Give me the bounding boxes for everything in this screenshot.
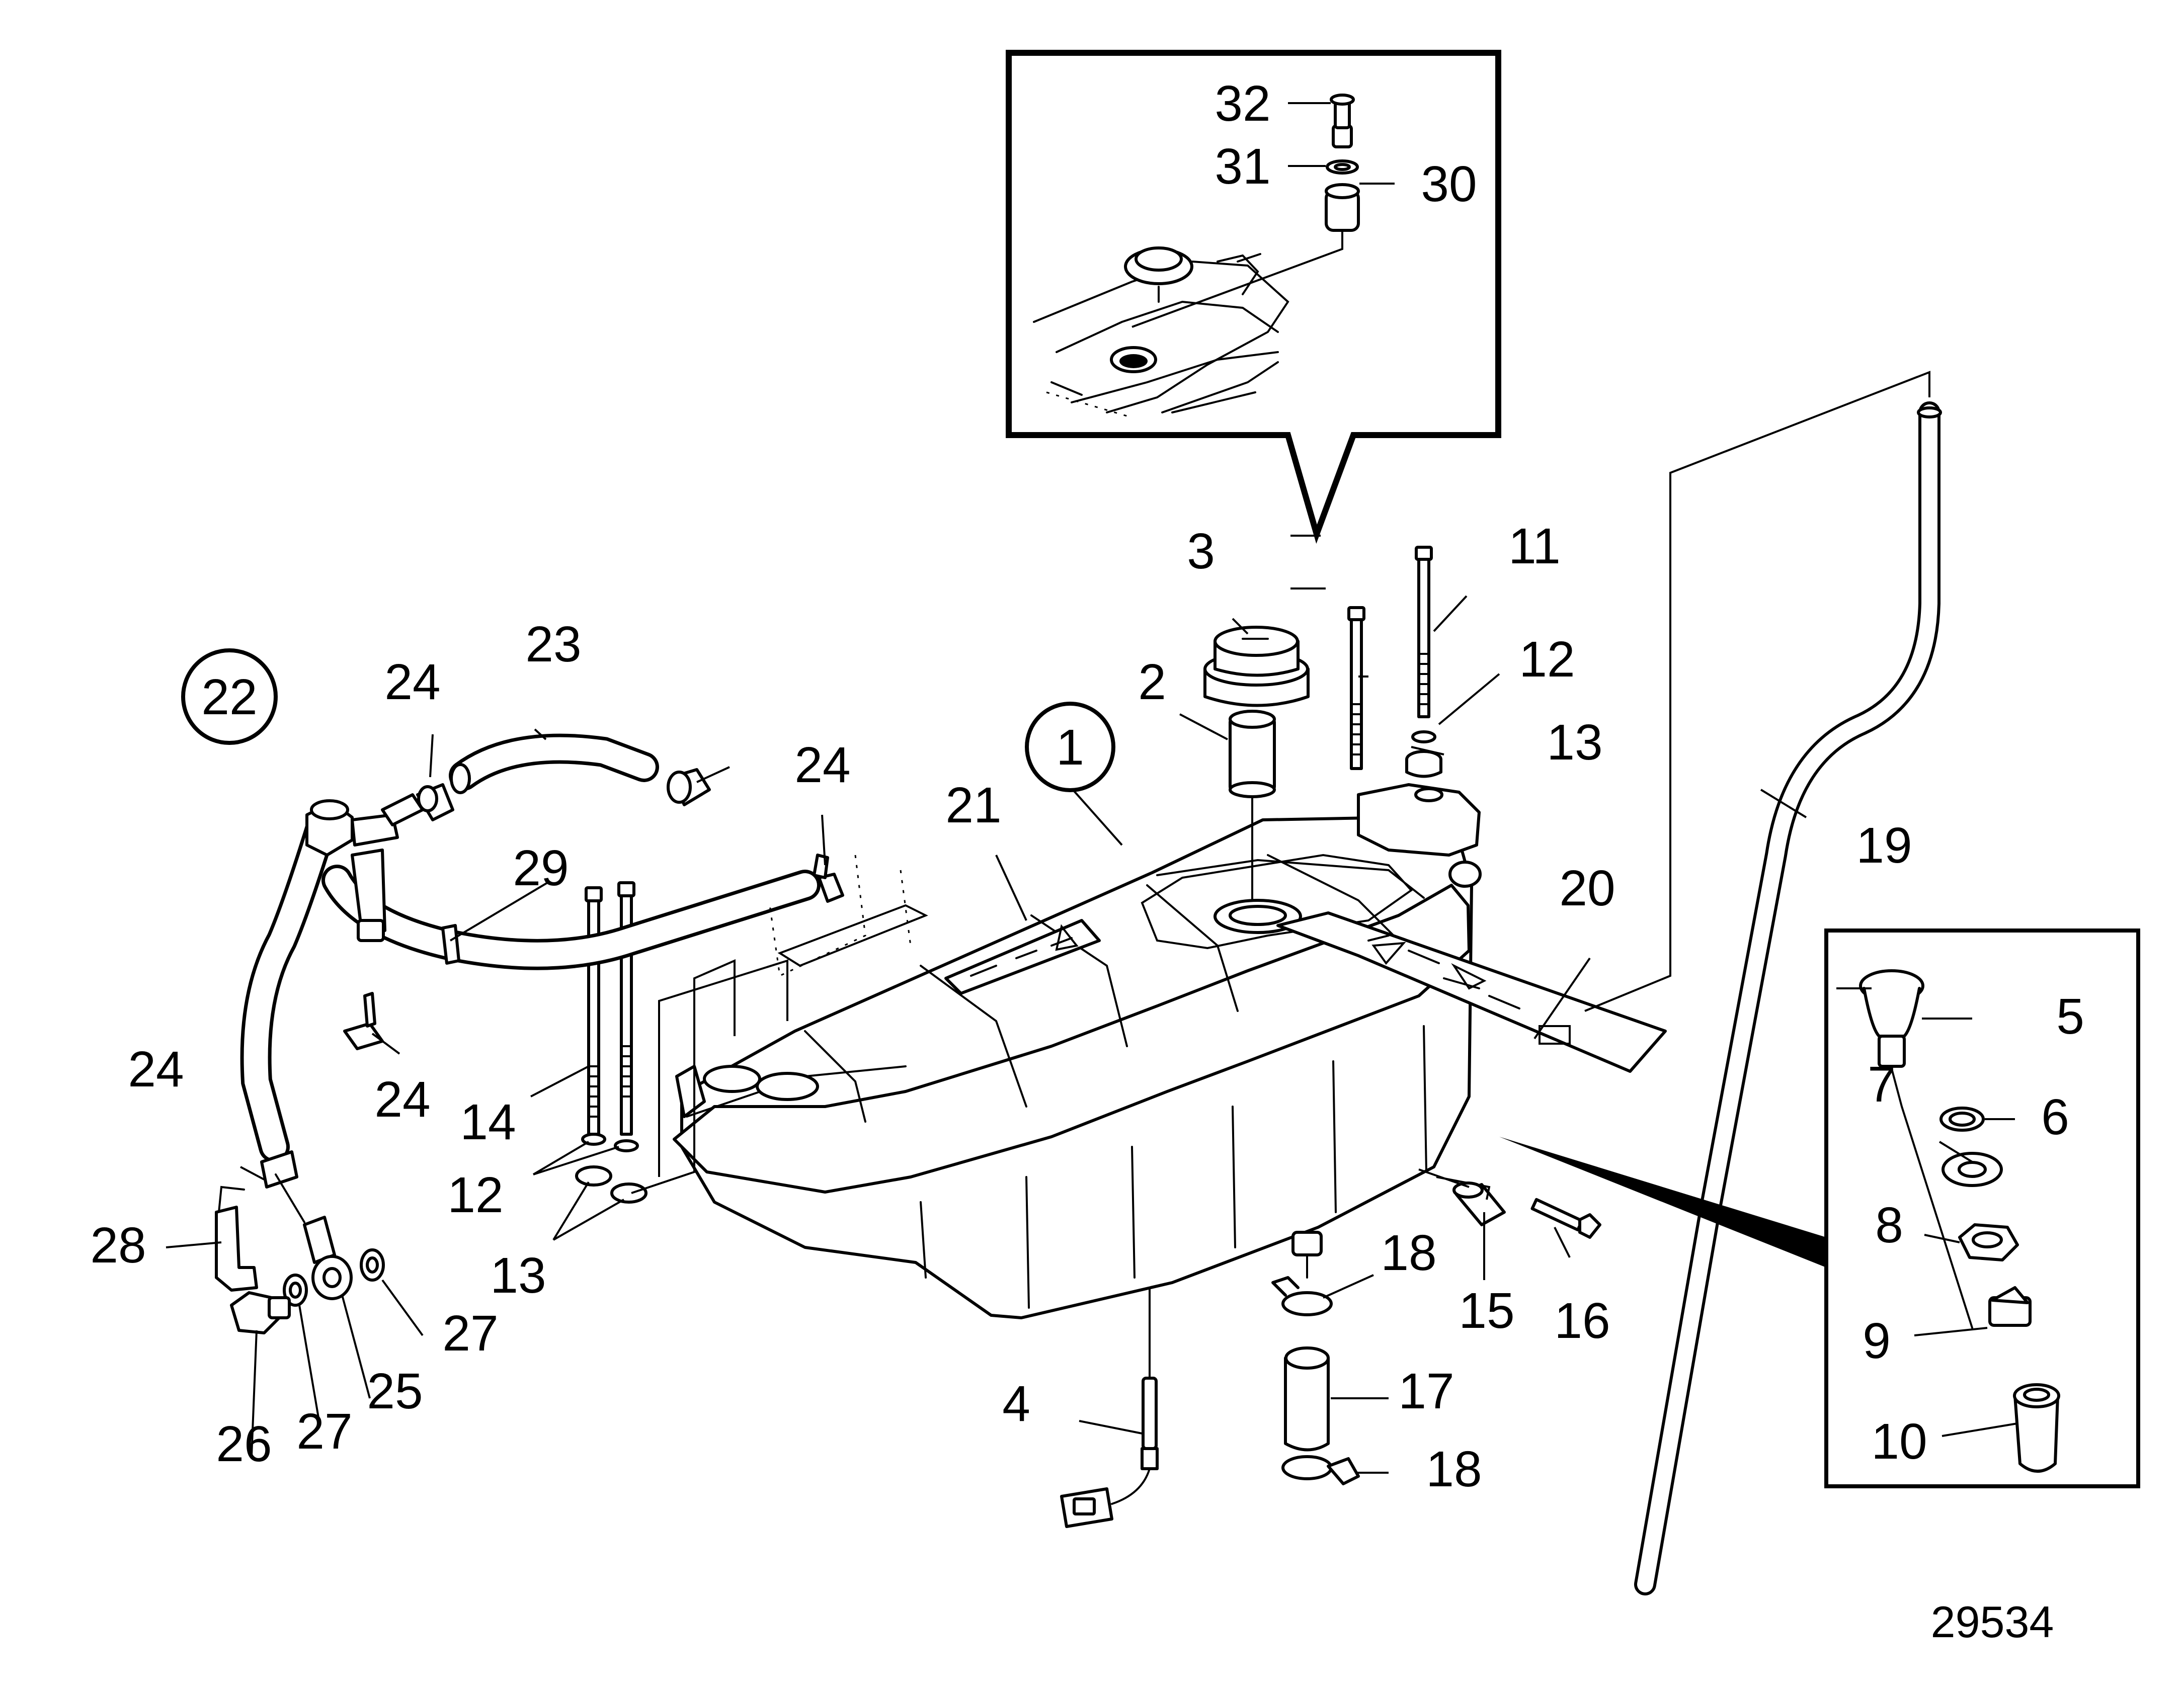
callout-31: 31 bbox=[1215, 138, 1270, 195]
callout-30: 30 bbox=[1421, 156, 1477, 212]
callout-4: 4 bbox=[1002, 1376, 1030, 1432]
callout-24-b: 24 bbox=[794, 737, 850, 793]
callout-32: 32 bbox=[1215, 75, 1270, 132]
callout-11: 11 bbox=[1508, 518, 1561, 574]
callout-5: 5 bbox=[2056, 988, 2084, 1045]
inset-filler-neck bbox=[1110, 346, 1157, 373]
callout-26: 26 bbox=[216, 1416, 272, 1472]
callout-24-c: 24 bbox=[374, 1071, 430, 1128]
callout-21: 21 bbox=[945, 777, 1001, 833]
callout-20: 20 bbox=[1559, 860, 1615, 916]
callout-9: 9 bbox=[1863, 1313, 1891, 1369]
callout-14: 14 bbox=[460, 1094, 516, 1150]
mounting-bolts-top bbox=[1347, 546, 1442, 778]
callout-13-left: 13 bbox=[490, 1247, 546, 1304]
drawing-number: 29534 bbox=[1931, 1597, 2054, 1647]
inset-vent-valve bbox=[1131, 94, 1360, 328]
callout-numbers: 1 2 3 4 5 6 7 8 9 10 11 12 12 13 13 14 1… bbox=[90, 75, 2084, 1497]
callout-12-top: 12 bbox=[1519, 631, 1575, 688]
callout-29: 29 bbox=[513, 840, 569, 896]
vent-hose bbox=[1584, 371, 1942, 1595]
inset-tank-top bbox=[1033, 253, 1289, 418]
fuel-tank bbox=[673, 783, 1482, 1319]
callout-13-top: 13 bbox=[1547, 714, 1602, 771]
hose-assembly-left bbox=[240, 733, 844, 1162]
callout-25: 25 bbox=[367, 1363, 423, 1419]
callout-24-d: 24 bbox=[128, 1041, 184, 1097]
level-sensor bbox=[1060, 1287, 1159, 1528]
inset-cap bbox=[1124, 246, 1193, 303]
inset-leaders bbox=[1288, 102, 1395, 185]
callout-19: 19 bbox=[1856, 817, 1912, 874]
callout-16: 16 bbox=[1554, 1293, 1610, 1349]
drain-hose-assembly bbox=[1271, 1254, 1360, 1485]
callout-2: 2 bbox=[1138, 654, 1166, 710]
callout-circle-1 bbox=[1025, 702, 1115, 792]
warning-label-21 bbox=[944, 919, 1101, 995]
callout-23: 23 bbox=[525, 616, 581, 672]
filler-cap bbox=[1203, 626, 1310, 707]
bushing-and-bolt bbox=[1418, 1168, 1601, 1239]
filler-neck-tube bbox=[1229, 710, 1276, 901]
callout-22: 22 bbox=[201, 669, 257, 725]
callout-6: 6 bbox=[2041, 1089, 2069, 1145]
leader-lines bbox=[166, 535, 2018, 1474]
callout-27-a: 27 bbox=[296, 1403, 352, 1460]
callout-15: 15 bbox=[1459, 1283, 1514, 1339]
warning-label-20 bbox=[1276, 911, 1667, 1073]
valve-detail-inset bbox=[1499, 928, 2140, 1488]
ghost-mounting-lines bbox=[769, 855, 928, 977]
callout-27-b: 27 bbox=[442, 1305, 498, 1362]
callout-7: 7 bbox=[1868, 1056, 1896, 1113]
callout-8: 8 bbox=[1875, 1197, 1903, 1253]
small-fittings bbox=[215, 1150, 385, 1334]
callout-18-bottom: 18 bbox=[1426, 1441, 1482, 1497]
callout-18-top: 18 bbox=[1381, 1225, 1436, 1281]
callout-10: 10 bbox=[1871, 1413, 1927, 1470]
callout-17: 17 bbox=[1398, 1363, 1454, 1419]
callout-circle-22 bbox=[181, 648, 278, 745]
callout-3: 3 bbox=[1187, 523, 1215, 579]
callout-28: 28 bbox=[90, 1217, 146, 1274]
callout-12-left: 12 bbox=[447, 1167, 503, 1223]
callout-1: 1 bbox=[1056, 719, 1084, 776]
cap-detail-inset bbox=[1006, 50, 1501, 544]
callout-24-a: 24 bbox=[384, 654, 440, 710]
